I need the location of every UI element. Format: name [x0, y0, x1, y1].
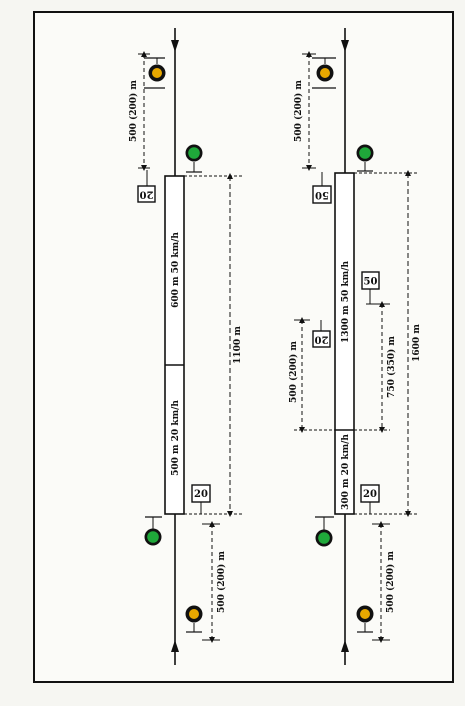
- right-seg-upper-label: 1300 m 50 km/h: [341, 261, 351, 344]
- right-bottom-yellow-signal: [356, 605, 374, 633]
- right-seg-lower-label: 300 m 20 km/h: [341, 434, 351, 510]
- left-total-label: 1100 m: [233, 326, 243, 364]
- right-sign-top-label: 50: [315, 189, 329, 200]
- right-top-yellow-signal: [312, 57, 336, 89]
- right-arrow-down: [341, 40, 349, 52]
- left-bottom-green-signal: [144, 516, 162, 546]
- left-sign-top-label: 20: [140, 189, 154, 200]
- left-sign-bottom: 20: [191, 484, 211, 514]
- left-dist-bottom-label: 500 (200) m: [216, 551, 227, 613]
- left-diagram: 500 (200) m 20 600 m 50 km/h 500 m 20 km…: [128, 28, 244, 665]
- right-sign-top: 50: [312, 172, 332, 204]
- right-arrow-up: [341, 640, 349, 652]
- right-diagram: 500 (200) m 50 500 (200) m 20 1300 m 50 …: [288, 28, 422, 665]
- left-sign-top: 20: [137, 170, 156, 203]
- right-dist-right-label: 750 (350) m: [386, 336, 397, 398]
- right-bottom-green-signal: [315, 516, 334, 547]
- left-section-box: [164, 175, 185, 515]
- right-top-green-signal: [356, 144, 374, 172]
- right-sign-bottom-label: 20: [363, 489, 377, 500]
- left-sign-bottom-label: 20: [194, 489, 208, 500]
- right-dist-top: 500 (200) m: [293, 51, 316, 171]
- left-seg-upper-label: 600 m 50 km/h: [171, 232, 181, 308]
- right-mid-left: 500 (200) m 20: [288, 317, 336, 433]
- right-dist-bottom: 500 (200) m: [372, 521, 396, 643]
- right-sign-bottom: 20: [360, 484, 380, 514]
- left-dist-total: 1100 m: [184, 173, 244, 517]
- right-section-box: [334, 172, 355, 515]
- left-bottom-yellow-signal: [185, 605, 203, 633]
- left-top-green-signal: [185, 144, 203, 173]
- left-arrow-up: [171, 640, 179, 652]
- right-sign-mid-right-label: 50: [364, 277, 378, 288]
- right-dist-top-label: 500 (200) m: [293, 80, 304, 142]
- left-dist-top-label: 500 (200) m: [128, 80, 139, 142]
- right-sign-mid-left-label: 20: [315, 334, 329, 345]
- right-mid-right: 50 750 (350) m: [354, 271, 397, 433]
- left-arrow-down: [171, 40, 179, 52]
- left-seg-lower-label: 500 m 20 km/h: [171, 400, 181, 476]
- right-dist-bottom-label: 500 (200) m: [385, 551, 396, 613]
- left-dist-top: 500 (200) m: [128, 51, 150, 171]
- right-total-label: 1600 m: [412, 324, 422, 362]
- left-dist-bottom: 500 (200) m: [202, 521, 227, 643]
- right-dist-mid-label: 500 (200) m: [288, 341, 299, 403]
- right-dist-total: 1600 m: [354, 170, 422, 517]
- left-top-yellow-signal: [144, 57, 166, 89]
